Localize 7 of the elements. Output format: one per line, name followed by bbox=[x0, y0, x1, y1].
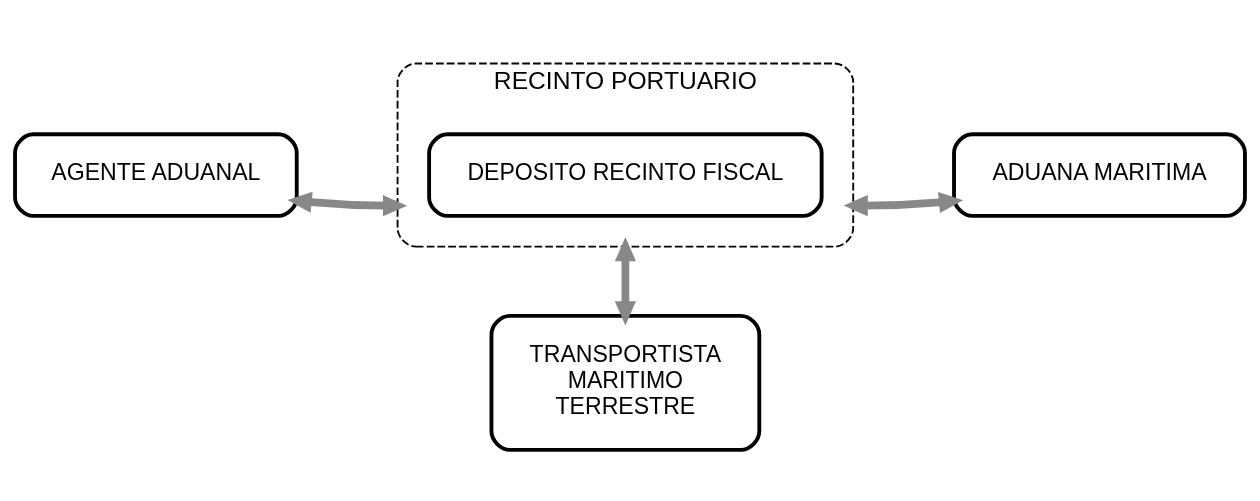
arrow bbox=[614, 237, 636, 326]
node-box: TRANSPORTISTA MARITIMO TERRESTRE bbox=[489, 314, 762, 452]
arrow bbox=[287, 191, 408, 217]
node-box: ADUANA MARITIMA bbox=[952, 132, 1247, 218]
node-box: DEPOSITO RECINTO FISCAL bbox=[427, 132, 824, 218]
node-box: AGENTE ADUANAL bbox=[13, 132, 299, 218]
arrow bbox=[843, 191, 964, 217]
